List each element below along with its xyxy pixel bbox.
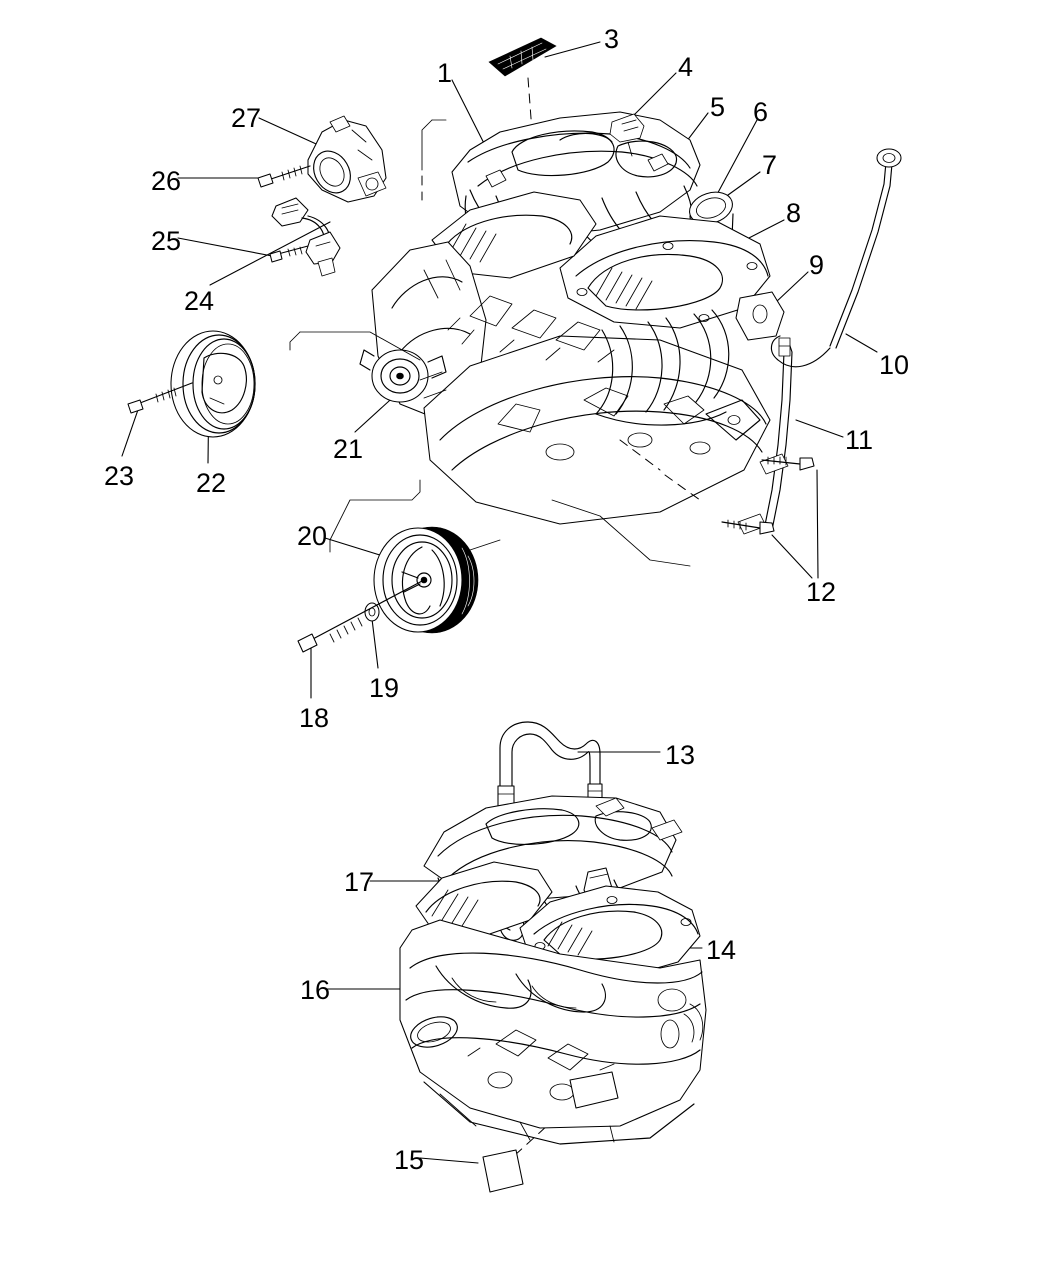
- callout-15: 15: [394, 1145, 425, 1175]
- callout-24: 24: [184, 286, 215, 316]
- pulley-group: [127, 330, 479, 653]
- engine-valley-detail: [419, 295, 615, 399]
- pulley-washer: [364, 602, 380, 622]
- pcv-breather-hose: [497, 721, 603, 885]
- throttle-body-bolt: [257, 165, 311, 188]
- lower-engine-assembly: [399, 721, 707, 1193]
- callout-25: 25: [151, 226, 182, 256]
- pulley-retaining-bolt: [127, 382, 193, 414]
- lower-engine-block: [399, 919, 707, 1145]
- power-steering-pump-pulley: [170, 330, 256, 438]
- callout-12: 12: [806, 577, 837, 607]
- callout-11: 11: [845, 425, 874, 455]
- mounting-bolt-upper: [761, 456, 815, 471]
- callout-26: 26: [151, 166, 182, 196]
- callout-6: 6: [753, 97, 769, 127]
- callout-4: 4: [678, 52, 694, 82]
- left-cylinder-head-cover: [431, 191, 597, 279]
- exhaust-manifold: [595, 291, 785, 426]
- mounting-bolt-lower: [721, 519, 775, 535]
- upper-engine-assembly: [257, 37, 902, 579]
- callout-22: 22: [196, 468, 227, 498]
- oil-dipstick: [770, 148, 902, 368]
- callout-10: 10: [879, 350, 910, 380]
- intake-air-temperature-sensor: [609, 113, 645, 157]
- callout-1: 1: [437, 58, 453, 88]
- sensor-retaining-bolt: [269, 245, 309, 263]
- engine-cover-nameplate: [488, 37, 557, 77]
- callout-8: 8: [786, 198, 802, 228]
- callout-17: 17: [344, 867, 375, 897]
- throttle-body: [307, 115, 387, 203]
- engine-identification-plate-boss: [569, 1071, 619, 1109]
- camshaft-position-sensor: [271, 197, 341, 277]
- right-cylinder-head-cover: [559, 215, 771, 329]
- callout-7: 7: [762, 150, 778, 180]
- callout-21: 21: [333, 434, 364, 464]
- callout-16: 16: [300, 975, 331, 1005]
- callout-20: 20: [297, 521, 328, 551]
- engine-identification-plate: [482, 1149, 524, 1193]
- crankshaft-damper-pulley: [373, 526, 479, 634]
- callout-5: 5: [710, 92, 726, 122]
- callout-14: 14: [706, 935, 737, 965]
- callout-3: 3: [604, 24, 620, 54]
- crankshaft-pulley-bolt: [297, 579, 425, 653]
- callout-13: 13: [665, 740, 696, 770]
- callout-23: 23: [104, 461, 135, 491]
- engine-block-lower: [423, 335, 771, 525]
- water-pump: [359, 349, 447, 403]
- callout-27: 27: [231, 103, 262, 133]
- callout-19: 19: [369, 673, 400, 703]
- callout-9: 9: [809, 250, 825, 280]
- callout-18: 18: [299, 703, 330, 733]
